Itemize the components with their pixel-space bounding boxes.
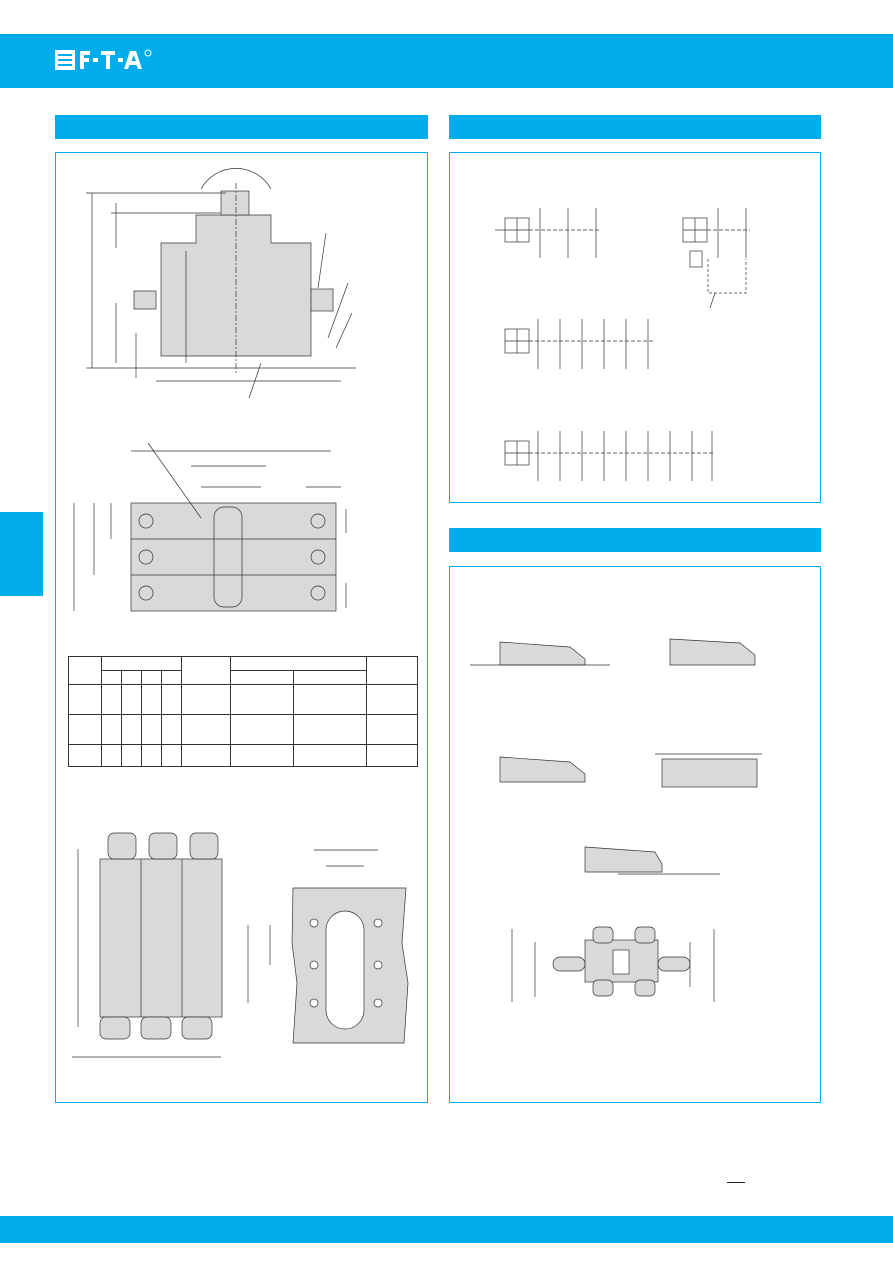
table-cell [366,684,418,715]
table-cell [181,744,231,767]
table-cell [161,670,182,685]
circuit-diagrams-panel [449,152,821,503]
table-row [69,670,418,685]
table-cell [101,744,122,767]
table-cell [366,744,418,767]
table-cell [161,744,182,767]
page-number-underline [727,1182,745,1183]
table-cell [181,714,231,745]
table-cell [230,744,294,767]
mounting-drawings [470,638,762,1002]
table-cell [121,670,142,685]
dimension-table [68,656,418,767]
table-cell [141,744,162,767]
table-cell [161,684,182,715]
mounting-panel [449,566,821,1103]
mount-variant-5 [584,846,663,873]
table-cell [230,670,294,685]
fta-logo [55,49,152,70]
table-cell [68,744,102,767]
mount-footprint [552,926,691,997]
table-cell [121,684,142,715]
table-cell [230,714,294,745]
table-cell [101,670,122,685]
table-cell [101,656,182,671]
table-cell [293,744,367,767]
table-cell [366,656,418,685]
circuit-3-pole [495,208,600,258]
section-header-dimensions [55,115,428,139]
mount-variant-3 [499,756,586,783]
section-header-mounting [449,528,821,552]
front-view-drawing [73,442,347,612]
panel-cutout-drawing [247,849,409,1044]
table-row [68,714,418,745]
table-cell [230,684,294,715]
side-tab [0,512,43,596]
circuit-2-pole-aux [682,208,750,309]
table-row [68,684,418,715]
table-cell [293,670,367,685]
table-cell [181,684,231,715]
table-cell [121,744,142,767]
mount-variant-2 [669,638,756,666]
table-cell [141,684,162,715]
side-view-drawing [86,168,356,399]
table-cell [141,670,162,685]
dimension-drawings [72,168,409,1058]
circuit-6-pole [504,319,655,369]
table-cell [101,684,122,715]
table-cell [68,714,102,745]
table-row [68,656,418,685]
mount-variant-1 [499,641,586,666]
circuit-9-pole [504,431,715,481]
table-row [68,744,418,767]
table-cell [161,714,182,745]
bottom-footer-bar [0,1216,893,1243]
table-cell [68,684,102,715]
table-cell [293,684,367,715]
circuit-diagrams [495,208,750,481]
table-cell [68,656,102,685]
table-cell [230,656,367,671]
table-cell [141,714,162,745]
table-cell [101,714,122,745]
table-cell [181,656,231,685]
mount-variant-4 [661,758,758,788]
table-cell [121,714,142,745]
section-header-circuit-diagrams [449,115,821,139]
dimensions-panel [55,152,428,1103]
table-cell [293,714,367,745]
table-cell [366,714,418,745]
busbar-front-view [72,832,223,1058]
top-header-bar [0,34,893,88]
